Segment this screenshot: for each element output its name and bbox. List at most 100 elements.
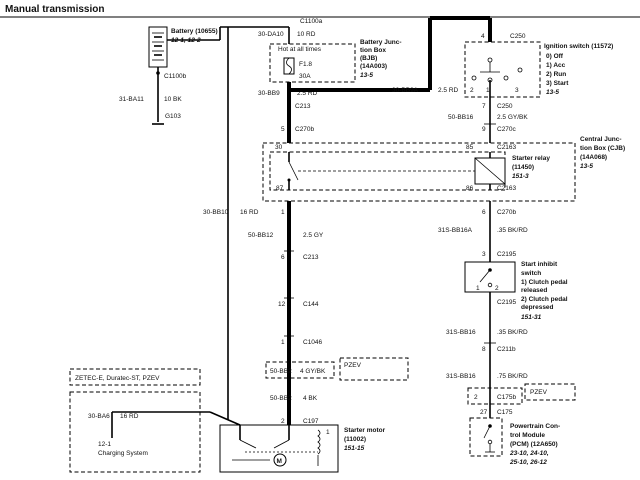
charging-to-starter-link <box>209 411 241 426</box>
page-title: Manual transmission <box>5 4 104 15</box>
starter-ref: 151-15 <box>344 445 365 452</box>
ignition-pos-2: 2) Run <box>546 71 566 78</box>
relay-pin-86: 86 <box>466 185 474 192</box>
pcm-switch-symbol <box>483 424 495 453</box>
ignition-circuit-out: 50-BB16 <box>448 114 474 121</box>
pcm-name-2: trol Module <box>510 432 545 439</box>
relay-pin-30: 30 <box>275 144 283 151</box>
fuse-rating: 30A <box>299 73 311 80</box>
cjb-connector-left: C270b <box>295 126 315 133</box>
ignition-pin-top: 4 <box>481 33 485 40</box>
bjb-circuit-in: 30-DA10 <box>258 31 284 38</box>
starter-motor-box <box>219 424 339 473</box>
zetec-wire: 16 RD <box>120 413 139 420</box>
inhibit-switch-symbol <box>479 268 493 288</box>
pcm-circuit-b: 31S-BB16 <box>446 373 476 380</box>
fuse-id: F1.8 <box>299 61 312 68</box>
pcm-box <box>469 417 503 457</box>
relay-out-wire: 2.5 GY <box>303 232 324 239</box>
bjb-pin: 5 <box>281 126 285 133</box>
cjb-connector-out: C270b <box>497 209 517 216</box>
ignition-pin-left: 2 <box>470 87 474 94</box>
bjb-name-2: tion Box <box>360 47 386 54</box>
inhibit-wire-in: .35 BK/RD <box>497 227 528 234</box>
c1046-connector: C1046 <box>303 339 323 346</box>
inhibit-name-1: Start inhibit <box>521 261 558 268</box>
ignition-switch-box <box>464 41 541 98</box>
cjb-name-1: Central Junc- <box>580 136 622 143</box>
motor-symbol: M <box>277 458 282 465</box>
lower-wire: 4 BK <box>303 395 318 402</box>
starter-name: Starter motor <box>344 427 386 434</box>
ignition-wire-out: 2.5 GY/BK <box>497 114 528 121</box>
battery-ground-wire-label: 10 BK <box>164 96 182 103</box>
inhibit-pos-2: 2) Clutch pedal <box>521 296 568 303</box>
c211b-connector: C211b <box>497 346 516 353</box>
pzev-circuit: 50-BB2 <box>270 368 292 375</box>
cjb-name-3: (14A068) <box>580 154 607 161</box>
pzev-label: PZEV <box>344 362 362 369</box>
ignition-switch-contacts <box>471 57 523 97</box>
pcm-refs-1: 23-10, 24-10, <box>509 450 549 457</box>
relay-out-circuit: 50-BB12 <box>248 232 274 239</box>
c213-connector: C213 <box>303 254 319 261</box>
relay-pin-85: 85 <box>466 144 474 151</box>
zetec-label: ZETEC-E, Duratec-ST, PZEV <box>75 375 160 382</box>
c1046-pin: 1 <box>281 339 285 346</box>
c175b-connector: C175b <box>497 394 517 401</box>
c175b-pin: 2 <box>474 394 478 401</box>
starter-motor-internals <box>232 425 321 466</box>
relay-part: (11450) <box>512 164 534 171</box>
pcm-name-1: Powertrain Con- <box>510 423 560 430</box>
left-circuit: 30-BB10 <box>203 209 229 216</box>
ignition-pin-right: 3 <box>515 87 519 94</box>
ignition-pos-1: 1) Acc <box>546 62 566 69</box>
c197-connector: C197 <box>303 418 319 425</box>
fuse-element <box>286 57 292 75</box>
c175-pin: 27 <box>480 409 488 416</box>
cjb-connector-c2163-bottom: C2163 <box>497 185 517 192</box>
inhibit-name-2: switch <box>521 270 541 277</box>
bjb-connector-out: C213 <box>295 103 311 110</box>
connector-ticks <box>284 123 496 344</box>
bjb-name-3: (BJB) <box>360 55 377 62</box>
zetec-system: Charging System <box>98 450 148 457</box>
battery-connector: C1100b <box>164 73 187 80</box>
ignition-circuit-in: 30-BB9A <box>392 87 419 94</box>
pzev-wire-box <box>265 361 335 379</box>
bjb-box <box>269 43 356 83</box>
zetec-ref: 12-1 <box>98 441 111 448</box>
cjb-pin-1: 1 <box>281 209 285 216</box>
zetec-label-box <box>69 368 201 386</box>
starter-part: (11002) <box>344 436 366 443</box>
cjb-name-2: tion Box (CJB) <box>580 145 625 152</box>
bjb-name-4: (14A003) <box>360 63 387 70</box>
inhibit-pos-3: depressed <box>521 304 554 311</box>
cjb-connector-c2163-top: C2163 <box>497 144 517 151</box>
pcm-refs-2: 25-10, 26-12 <box>509 459 547 466</box>
ignition-pin-mid: 1 <box>486 87 490 94</box>
relay-name: Starter relay <box>512 155 550 162</box>
c197-pin: 2 <box>281 418 285 425</box>
motor-icon <box>273 453 287 467</box>
inhibit-pin-top: 3 <box>482 251 486 258</box>
pzev-label-box <box>339 357 409 381</box>
bjb-name-1: Battery Junc- <box>360 39 402 46</box>
inhibit-pin-left: 1 <box>476 285 480 292</box>
cjb-box <box>262 142 576 202</box>
cjb-ref: 13-5 <box>580 163 593 170</box>
pcm-pzev-box <box>524 383 576 401</box>
pcm-pzev-label: PZEV <box>530 389 548 396</box>
zetec-circuit: 30-BA6 <box>88 413 110 420</box>
ignition-connector-out: C250 <box>497 103 513 110</box>
bjb-wire-in: 10 RD <box>297 31 316 38</box>
bjb-hot-label: Hot at all times <box>278 46 322 53</box>
c213-pin: 6 <box>281 254 285 261</box>
ignition-pos-0: 0) Off <box>546 53 564 60</box>
ignition-ref: 13-5 <box>546 89 559 96</box>
relay-ref: 151-3 <box>512 173 529 180</box>
cjb-pin-top-right: 9 <box>482 126 486 133</box>
c144-connector: C144 <box>303 301 319 308</box>
ignition-pin-out: 7 <box>482 103 486 110</box>
pcm-wire-a: .35 BK/RD <box>497 329 528 336</box>
